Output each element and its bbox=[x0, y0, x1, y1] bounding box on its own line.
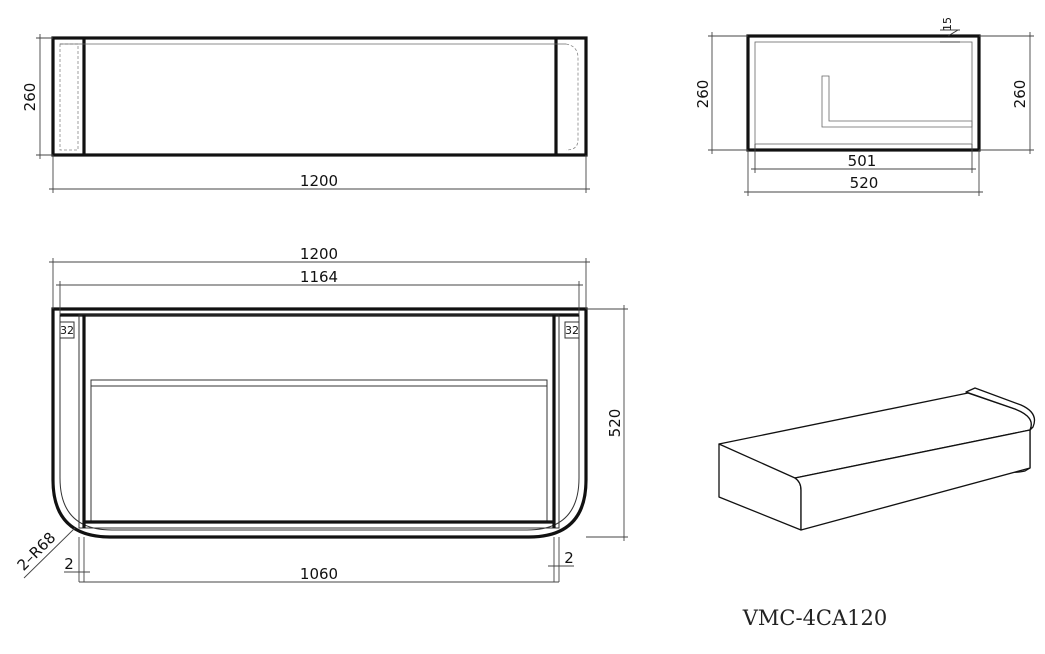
top-view: 32 32 1200 1164 520 2–R68 bbox=[14, 245, 628, 583]
front-height-label: 260 bbox=[21, 83, 39, 112]
iso-front-face bbox=[794, 429, 1031, 531]
side-inner-width-dimension: 501 bbox=[751, 144, 976, 173]
side-drawer-profile bbox=[821, 75, 973, 128]
side-width-dimension: 520 bbox=[744, 150, 983, 196]
side-outline bbox=[746, 34, 981, 152]
top-inner-length-dimension: 1060 bbox=[79, 565, 559, 583]
side-inner-outline bbox=[754, 41, 973, 145]
front-left-hidden bbox=[59, 43, 79, 151]
front-view: 260 1200 bbox=[21, 34, 590, 193]
side-width-label: 520 bbox=[850, 174, 879, 192]
top-drawer-box bbox=[78, 314, 560, 529]
top-width-label: 1200 bbox=[300, 245, 338, 263]
side-left-height-dimension: 260 bbox=[694, 32, 748, 154]
top-radius-label: 2–R68 bbox=[14, 529, 60, 575]
front-width-dimension: 1200 bbox=[49, 155, 590, 193]
top-drawer-inner bbox=[90, 379, 548, 523]
side-view: 15 260 260 501 520 bbox=[694, 17, 1034, 196]
top-inner-width-label: 1164 bbox=[300, 268, 338, 286]
top-corner-right-label: 32 bbox=[565, 324, 579, 337]
model-code: VMC-4CA120 bbox=[742, 606, 888, 630]
top-inner-outline bbox=[59, 314, 580, 531]
front-height-dimension: 260 bbox=[21, 34, 53, 159]
top-inner-width-dimension: 1164 bbox=[56, 268, 583, 315]
top-width-dimension: 1200 bbox=[49, 245, 590, 309]
top-offset-left-dimension: 2 bbox=[64, 537, 90, 582]
top-offset-right-label: 2 bbox=[564, 549, 574, 567]
top-outline bbox=[51, 307, 588, 539]
top-corner-left-box bbox=[60, 321, 75, 339]
side-right-height-label: 260 bbox=[1011, 80, 1029, 109]
front-right-hidden bbox=[565, 43, 579, 151]
side-right-height-dimension: 260 bbox=[979, 32, 1034, 154]
side-top-dimension: 15 bbox=[940, 17, 960, 43]
top-corner-left-label: 32 bbox=[60, 324, 74, 337]
top-inner-length-label: 1060 bbox=[300, 565, 338, 583]
side-top-label: 15 bbox=[941, 17, 954, 31]
side-left-height-label: 260 bbox=[694, 80, 712, 109]
top-depth-label: 520 bbox=[606, 409, 624, 438]
top-depth-dimension: 520 bbox=[586, 305, 628, 541]
top-corner-right-box bbox=[564, 321, 579, 339]
top-offset-left-label: 2 bbox=[64, 555, 74, 573]
front-width-label: 1200 bbox=[300, 172, 338, 190]
isometric-view bbox=[718, 387, 1036, 531]
iso-back-lip bbox=[965, 387, 1036, 431]
side-top-leader bbox=[947, 29, 959, 37]
top-offset-right-dimension: 2 bbox=[548, 537, 574, 582]
side-inner-width-label: 501 bbox=[848, 152, 877, 170]
front-outline bbox=[51, 36, 588, 157]
